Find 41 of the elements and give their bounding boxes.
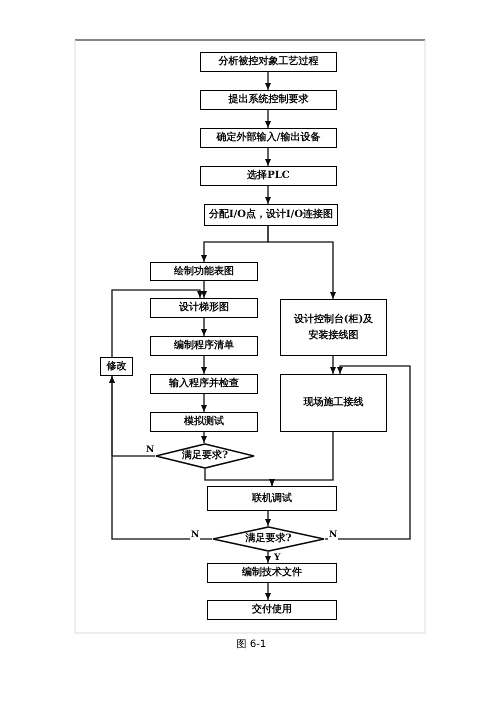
edge-label: N [190,530,200,540]
arrow [267,226,336,299]
process-box: 模拟测试 [150,412,258,432]
arrow [265,72,271,90]
figure-caption: 图 6-1 [236,638,268,651]
edge-label: N [328,530,338,540]
arrow [201,281,207,298]
arrow [109,376,212,540]
arrow [201,432,207,443]
arrow [330,356,336,374]
process-box: 设计梯形图 [150,298,258,318]
arrow [269,432,334,486]
process-box: 选择PLC [200,166,337,186]
process-box: 提出系统控制要求 [200,90,337,110]
process-box: 编制程序清单 [150,336,258,356]
decision-diamond: 满足要求? [212,526,325,552]
edge-label: N [145,445,156,455]
process-box: 交付使用 [207,600,337,620]
process-box: 确定外部输入/输出设备 [200,128,337,148]
process-box: 绘制功能表图 [150,262,258,281]
arrow [265,148,271,166]
edge-label: Y [273,553,282,563]
process-box: 分析被控对象工艺过程 [200,52,337,72]
arrow [265,186,271,204]
decision-diamond: 满足要求? [155,443,255,469]
arrow [201,318,207,336]
arrow [265,552,271,563]
process-box: 分配I/O点，设计I/O连接图 [204,204,338,226]
arrow [265,583,271,600]
process-box: 现场施工接线 [280,374,387,432]
arrow [201,394,207,412]
process-box: 输入程序并检查 [150,374,258,394]
arrow [325,365,411,540]
arrow [111,289,203,357]
arrow [265,110,271,128]
process-box: 联机调试 [207,486,337,511]
arrow [201,356,207,374]
process-box: 修改 [100,357,133,376]
arrow [265,511,271,526]
process-box: 编制技术文件 [207,563,337,583]
process-box: 设计控制台(柜)及安装接线图 [280,299,387,356]
